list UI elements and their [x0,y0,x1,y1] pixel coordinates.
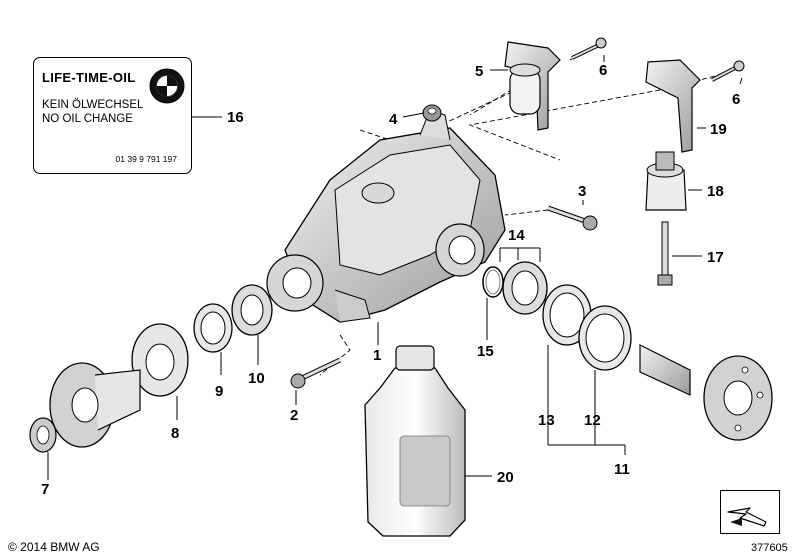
shim-ring-9[interactable] [193,303,233,353]
bmw-roundel-icon [149,68,185,104]
callout-6-upper: 6 [599,62,607,79]
callout-5: 5 [475,63,483,80]
callout-20: 20 [497,469,514,486]
label-text-english: NO OIL CHANGE [42,113,133,125]
bolt-3[interactable] [547,205,598,231]
callout-13: 13 [538,412,555,429]
collar-nut[interactable] [29,417,57,453]
shim-ring-13[interactable] [542,284,592,346]
copyright-notice: © 2014 BMW AG [8,540,100,554]
lifetime-oil-label: LIFE-TIME-OIL KEIN ÖLWECHSEL NO OIL CHAN… [33,57,192,174]
input-flange[interactable] [49,362,141,448]
callout-2: 2 [290,407,298,424]
callout-15: 15 [477,343,494,360]
label-part-number: 01 39 9 791 197 [115,154,177,164]
callout-17: 17 [707,249,724,266]
shaft-seal-set[interactable] [502,261,548,315]
callout-11: 11 [614,461,630,478]
callout-12: 12 [584,412,601,429]
label-title: LIFE-TIME-OIL [42,70,136,85]
mounting-bolt[interactable] [657,221,673,286]
rear-bracket[interactable] [645,59,701,153]
callout-6-right: 6 [732,91,740,108]
hex-bolt-upper[interactable] [571,37,607,60]
diagram-number: 377605 [751,542,788,554]
rubber-mount[interactable] [645,151,687,211]
callout-4: 4 [389,111,398,128]
o-ring[interactable] [482,266,504,298]
callout-10: 10 [248,370,265,387]
callout-16: 16 [227,109,244,126]
callout-14: 14 [508,227,525,244]
cover-plate[interactable] [131,323,189,397]
callout-18: 18 [707,183,724,200]
shim-ring-12[interactable] [578,305,632,371]
seal-10[interactable] [231,284,273,336]
next-page-arrow-icon[interactable] [720,490,780,534]
callout-19: 19 [710,121,727,138]
front-bracket[interactable] [504,41,561,131]
breather-cap[interactable] [422,104,442,122]
leader-lines [47,55,743,480]
output-flange[interactable] [639,344,773,441]
callout-1: 1 [373,347,381,364]
rear-axle-differential[interactable] [266,109,506,323]
callout-8: 8 [171,425,179,442]
callout-9: 9 [215,383,223,400]
bolt-2[interactable] [290,357,342,389]
oil-bottle[interactable] [364,345,466,537]
callout-3: 3 [578,183,586,200]
hex-bolt-right[interactable] [711,60,745,82]
callout-7: 7 [41,481,49,498]
label-text-german: KEIN ÖLWECHSEL [42,99,144,111]
